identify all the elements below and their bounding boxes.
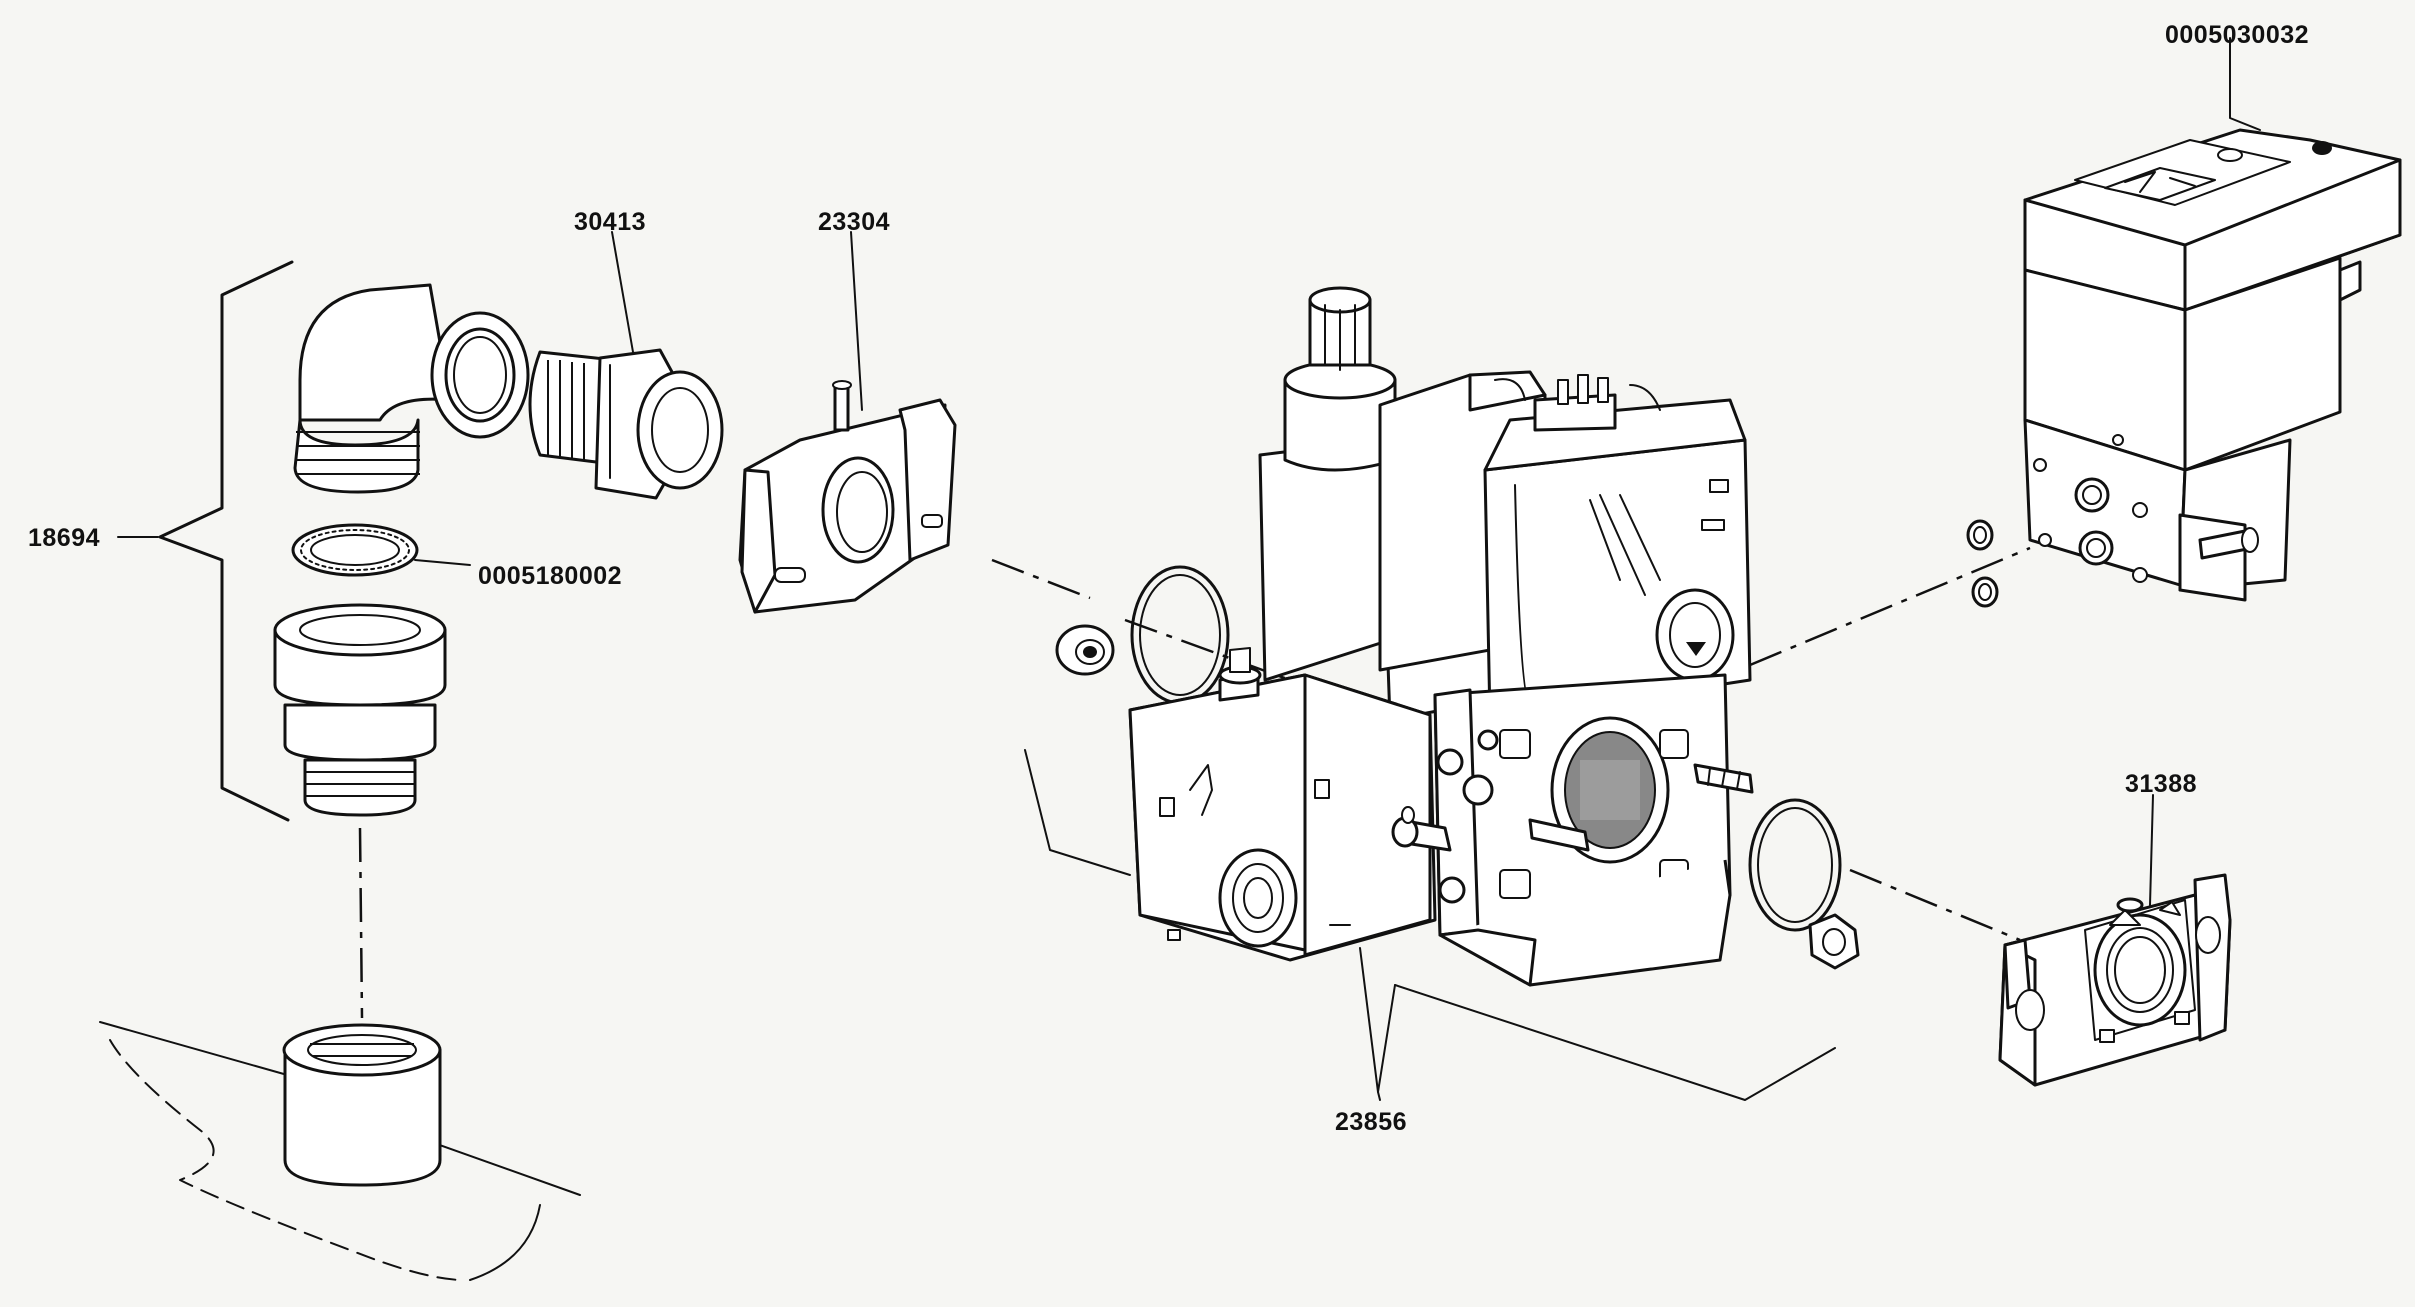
hex-nipple (528, 348, 724, 500)
part-labels: 18694 30413 23304 0005180002 0005030032 … (28, 21, 2309, 1136)
nut-left (1055, 624, 1115, 676)
part-label-18694: 18694 (28, 524, 100, 552)
part-label-0005180002: 0005180002 (478, 562, 622, 590)
pipe-socket (99, 1021, 581, 1281)
sealing-washer (291, 523, 419, 577)
flange-left (738, 380, 957, 614)
part-label-23304: 23304 (818, 208, 890, 236)
control-module (2023, 128, 2402, 602)
part-label-0005030032: 0005030032 (2165, 21, 2309, 49)
union-coupling (273, 603, 447, 817)
small-seals (1966, 519, 1999, 608)
leader-lines (414, 37, 2261, 1101)
elbow-fitting (293, 283, 530, 494)
part-label-30413: 30413 (574, 208, 646, 236)
bracket-18694 (158, 260, 294, 822)
gas-valve-body (1258, 286, 1754, 987)
flange-right (1998, 873, 2232, 1087)
part-label-23856: 23856 (1335, 1108, 1407, 1136)
nut-right (1808, 913, 1860, 970)
oring-right (1748, 798, 1842, 932)
oring-left (1130, 565, 1230, 705)
part-label-31388: 31388 (2125, 770, 2197, 798)
actuator-cover (1128, 647, 1452, 962)
